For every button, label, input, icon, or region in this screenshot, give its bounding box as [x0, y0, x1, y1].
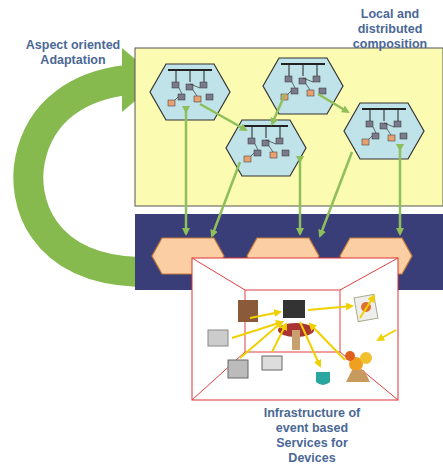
- text-label: Aspect oriented Adaptation: [12, 38, 134, 68]
- text-label: Local and distributed composition: [342, 7, 438, 52]
- text-label: Infrastructure of event based Services f…: [254, 406, 370, 466]
